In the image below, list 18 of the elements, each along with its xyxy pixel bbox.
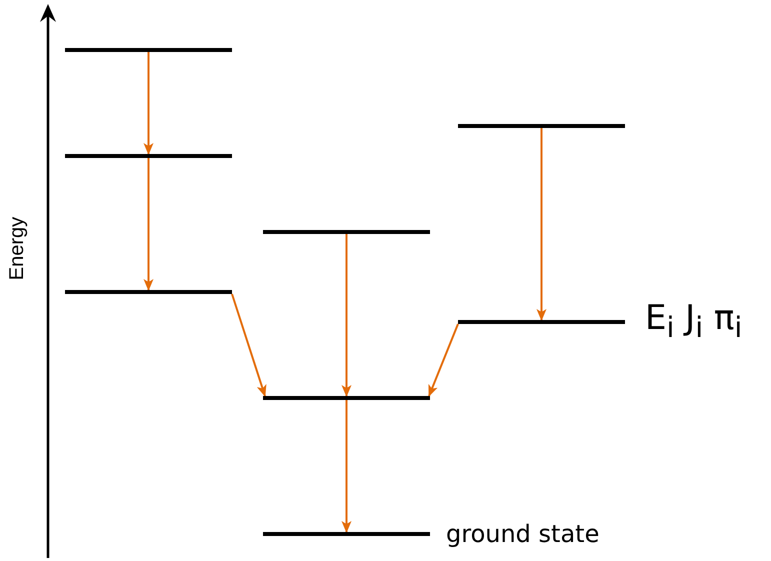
transition-arrow [342,234,352,397]
transition-arrow [342,400,352,533]
transition-arrow [428,324,459,397]
energy-level [65,290,232,294]
energy-level [458,124,625,128]
energy-level [263,396,430,400]
transition-arrow [536,128,546,321]
transition-arrow [144,52,154,155]
transition-arrow [144,158,154,291]
energy-level [263,532,430,536]
axis-label: Energy [6,216,30,280]
level-label: ground state [446,520,600,548]
energy-level [263,230,430,234]
energy-level [65,48,232,52]
transition-arrow [231,294,266,397]
level-label: E$_{i}$ J$_{i}$ π$_{i}$ [645,298,742,344]
energy-level [458,320,625,324]
energy-level [65,154,232,158]
